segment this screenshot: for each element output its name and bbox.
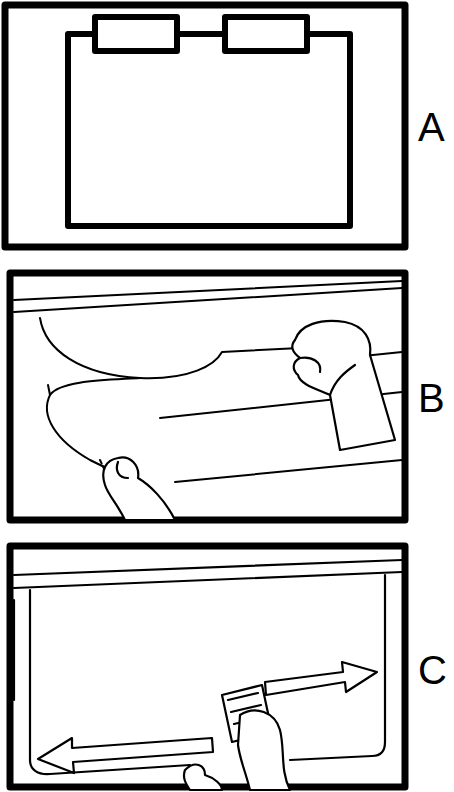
panel-label: A (418, 107, 445, 147)
direction-arrow (38, 662, 377, 773)
applied-sheet (14, 560, 402, 774)
panel-label: C (418, 650, 447, 690)
hand (292, 321, 395, 450)
panel-frame (10, 546, 405, 787)
panel-label: B (418, 378, 445, 418)
tape-link (177, 32, 225, 36)
squeegee-hand (184, 685, 290, 790)
tape-strip (225, 17, 307, 51)
hand (103, 457, 175, 520)
tape-strip (95, 17, 177, 51)
card-outline (68, 34, 350, 226)
panel-frame (10, 273, 405, 520)
peeling-sheet (14, 281, 402, 486)
panel-frame (5, 5, 405, 247)
